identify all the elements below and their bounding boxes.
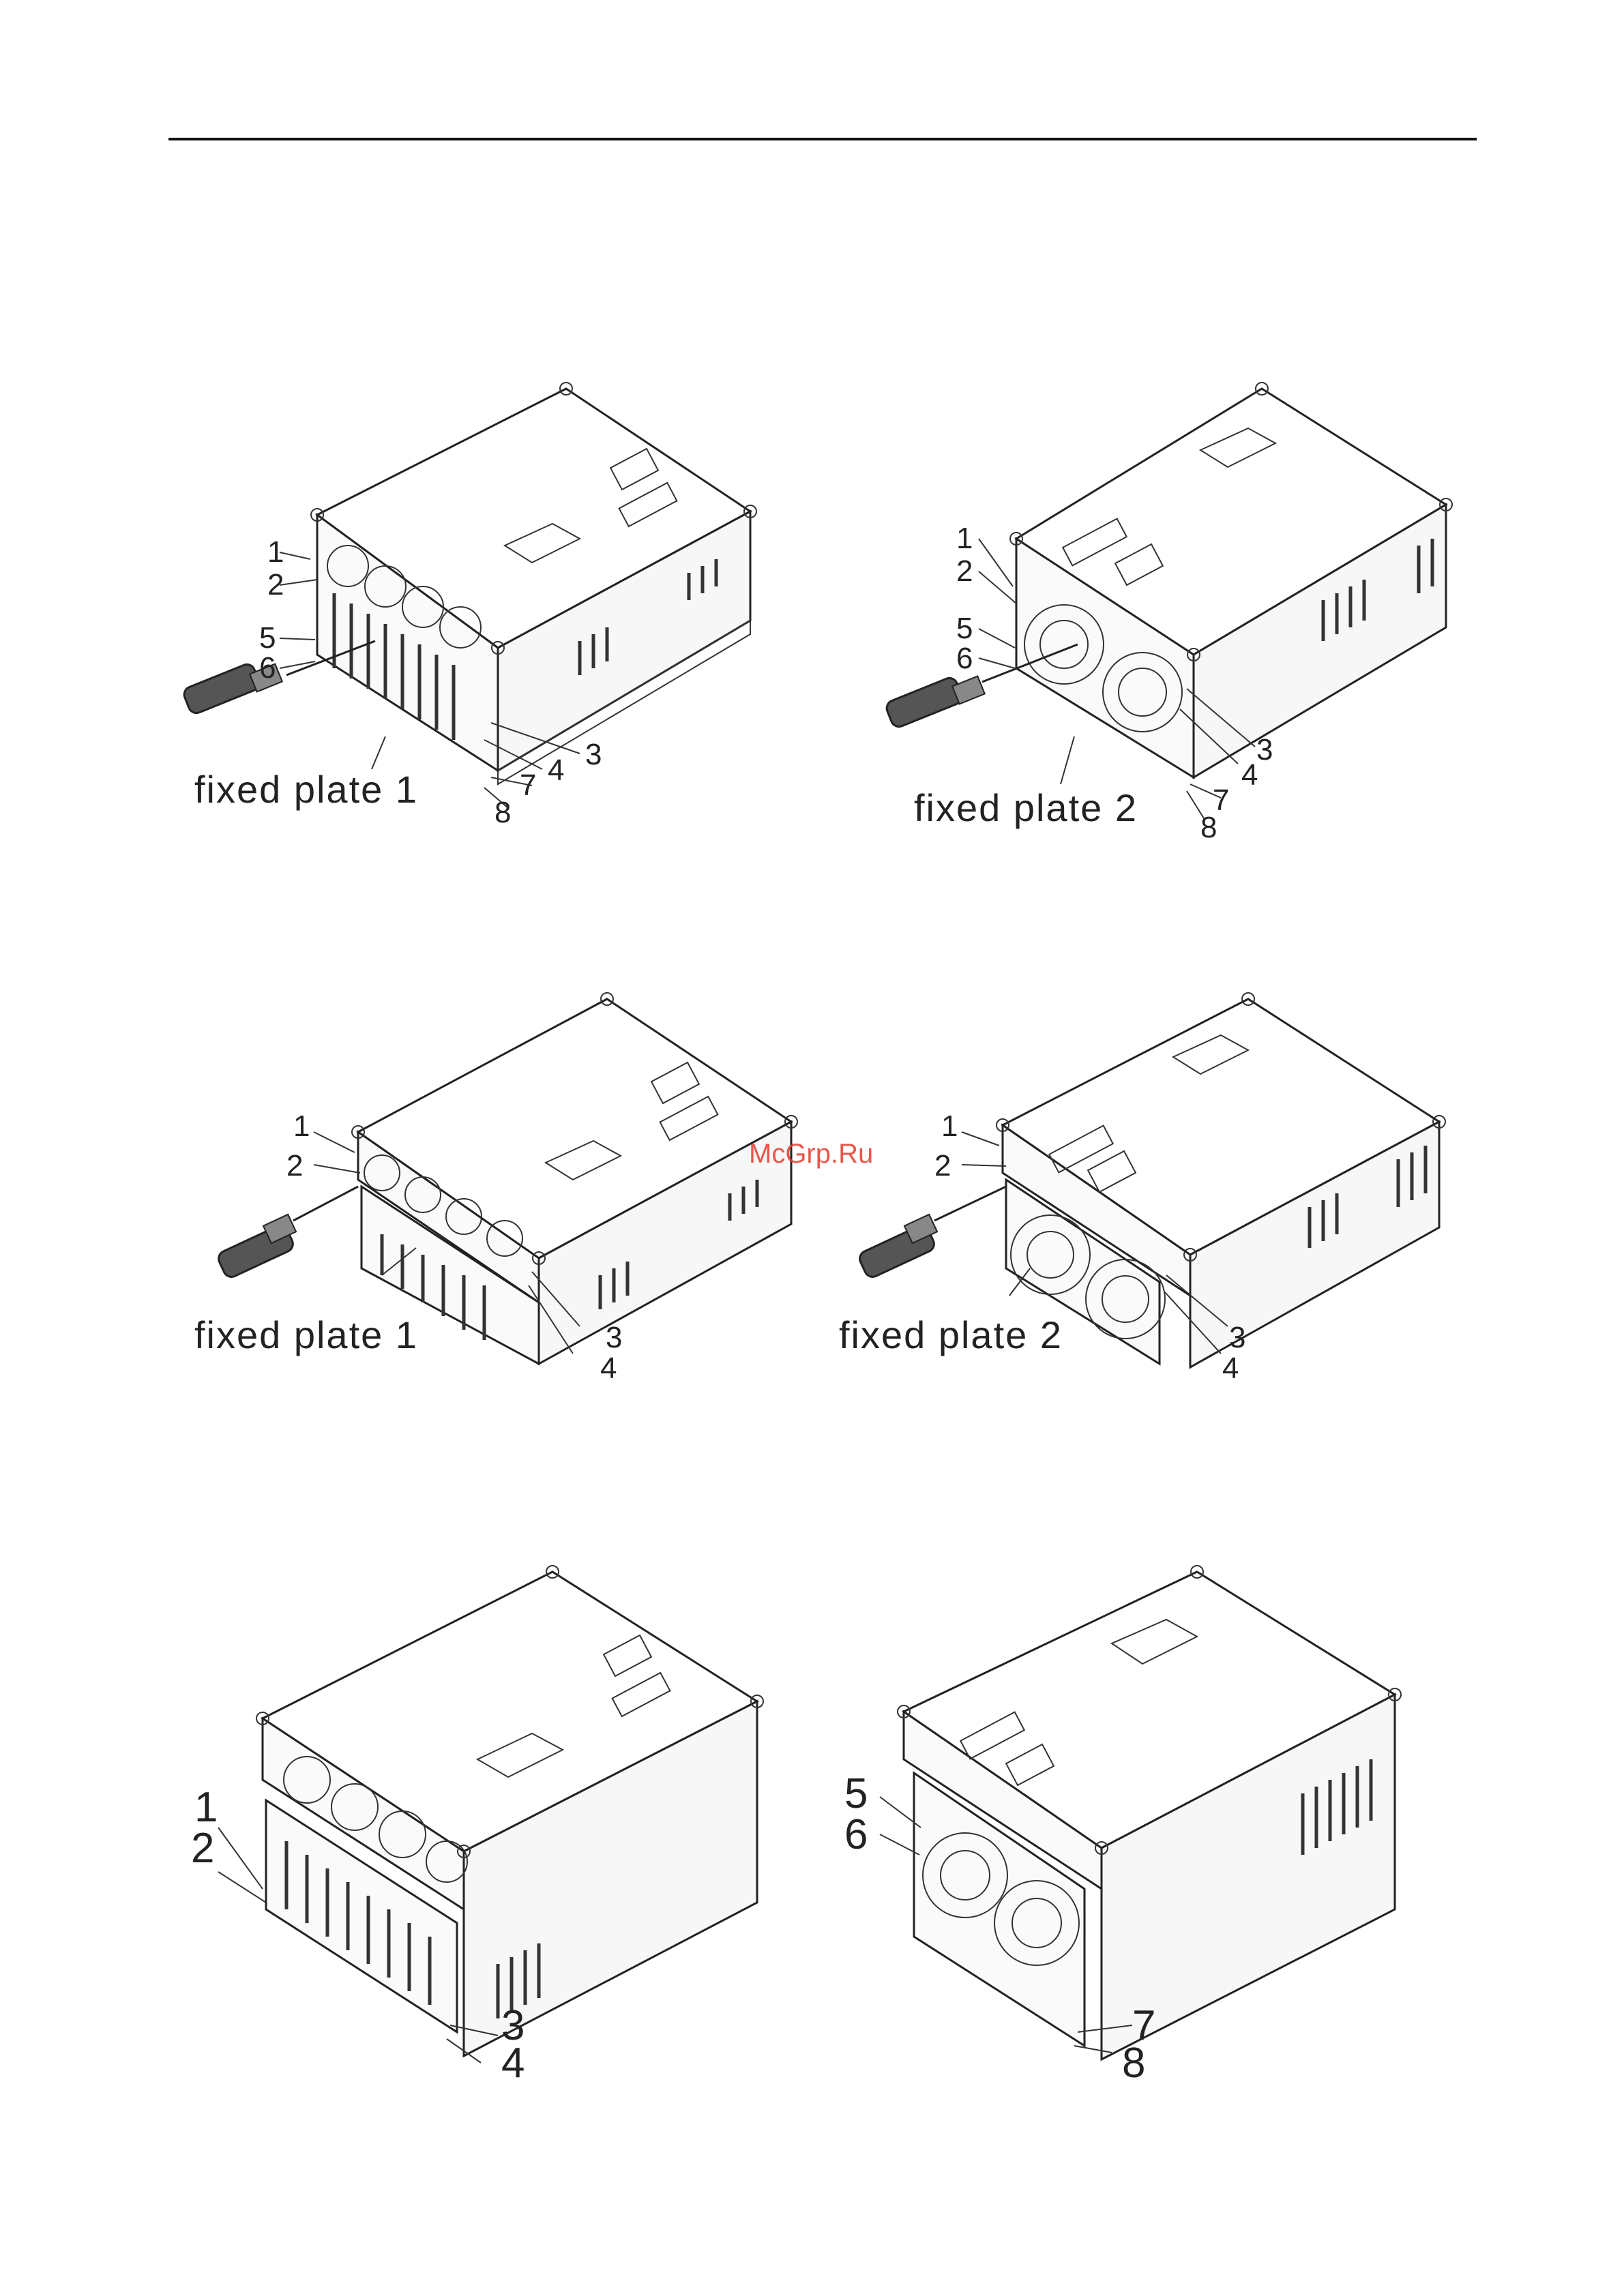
callout-2: 2: [956, 556, 973, 586]
callout-1: 1: [194, 1787, 218, 1829]
callout-4: 4: [1241, 760, 1258, 790]
figure-1: 1 2 5 6 3 4 7 8 fixed plate 1: [171, 368, 784, 846]
callout-3: 3: [1256, 735, 1273, 765]
callout-1: 1: [267, 537, 284, 567]
figure-caption: fixed plate 2: [839, 1313, 1063, 1357]
callout-8: 8: [1200, 813, 1217, 843]
figure-caption: fixed plate 2: [914, 786, 1138, 830]
drive-illustration: [177, 1555, 791, 2059]
watermark: McGrp.Ru: [749, 1139, 873, 1169]
figure-3: 1 2 3 4 fixed plate 1: [191, 982, 805, 1418]
callout-4: 4: [1222, 1354, 1239, 1384]
figure-caption: fixed plate 1: [194, 767, 418, 811]
callout-4: 4: [501, 2042, 525, 2085]
callout-2: 2: [267, 570, 284, 600]
callout-5: 5: [956, 614, 973, 644]
drive-illustration: [900, 368, 1514, 846]
callout-5: 5: [844, 1773, 868, 1815]
callout-4: 4: [548, 756, 564, 786]
screwdriver-icon: [182, 641, 375, 715]
callout-8: 8: [1122, 2042, 1145, 2085]
figure-4: 1 2 3 4 fixed plate 2: [839, 982, 1487, 1418]
callout-6: 6: [259, 653, 276, 683]
figure-6: 5 6 7 8: [839, 1555, 1453, 2059]
header-rule: [168, 138, 1477, 140]
callout-1: 1: [956, 524, 973, 554]
screwdriver-icon: [216, 1187, 358, 1279]
callout-3: 3: [1229, 1323, 1245, 1353]
callout-2: 2: [286, 1151, 303, 1181]
callout-3: 3: [606, 1323, 622, 1353]
callout-7: 7: [520, 771, 536, 801]
callout-2: 2: [934, 1151, 951, 1181]
callout-1: 1: [941, 1112, 958, 1142]
callout-6: 6: [844, 1814, 868, 1856]
screwdriver-icon: [857, 1187, 1006, 1279]
figure-caption: fixed plate 1: [194, 1313, 418, 1357]
callout-8: 8: [494, 798, 511, 828]
callout-2: 2: [191, 1828, 214, 1870]
callout-3: 3: [585, 740, 602, 770]
figure-5: 1 2 3 4: [177, 1555, 791, 2059]
drive-illustration: [839, 1555, 1453, 2059]
callout-6: 6: [956, 644, 973, 674]
callout-4: 4: [600, 1354, 617, 1384]
callout-5: 5: [259, 623, 276, 653]
callout-1: 1: [293, 1112, 310, 1142]
figure-2: 1 2 5 6 3 4 7 8 fixed plate 2: [900, 368, 1514, 846]
